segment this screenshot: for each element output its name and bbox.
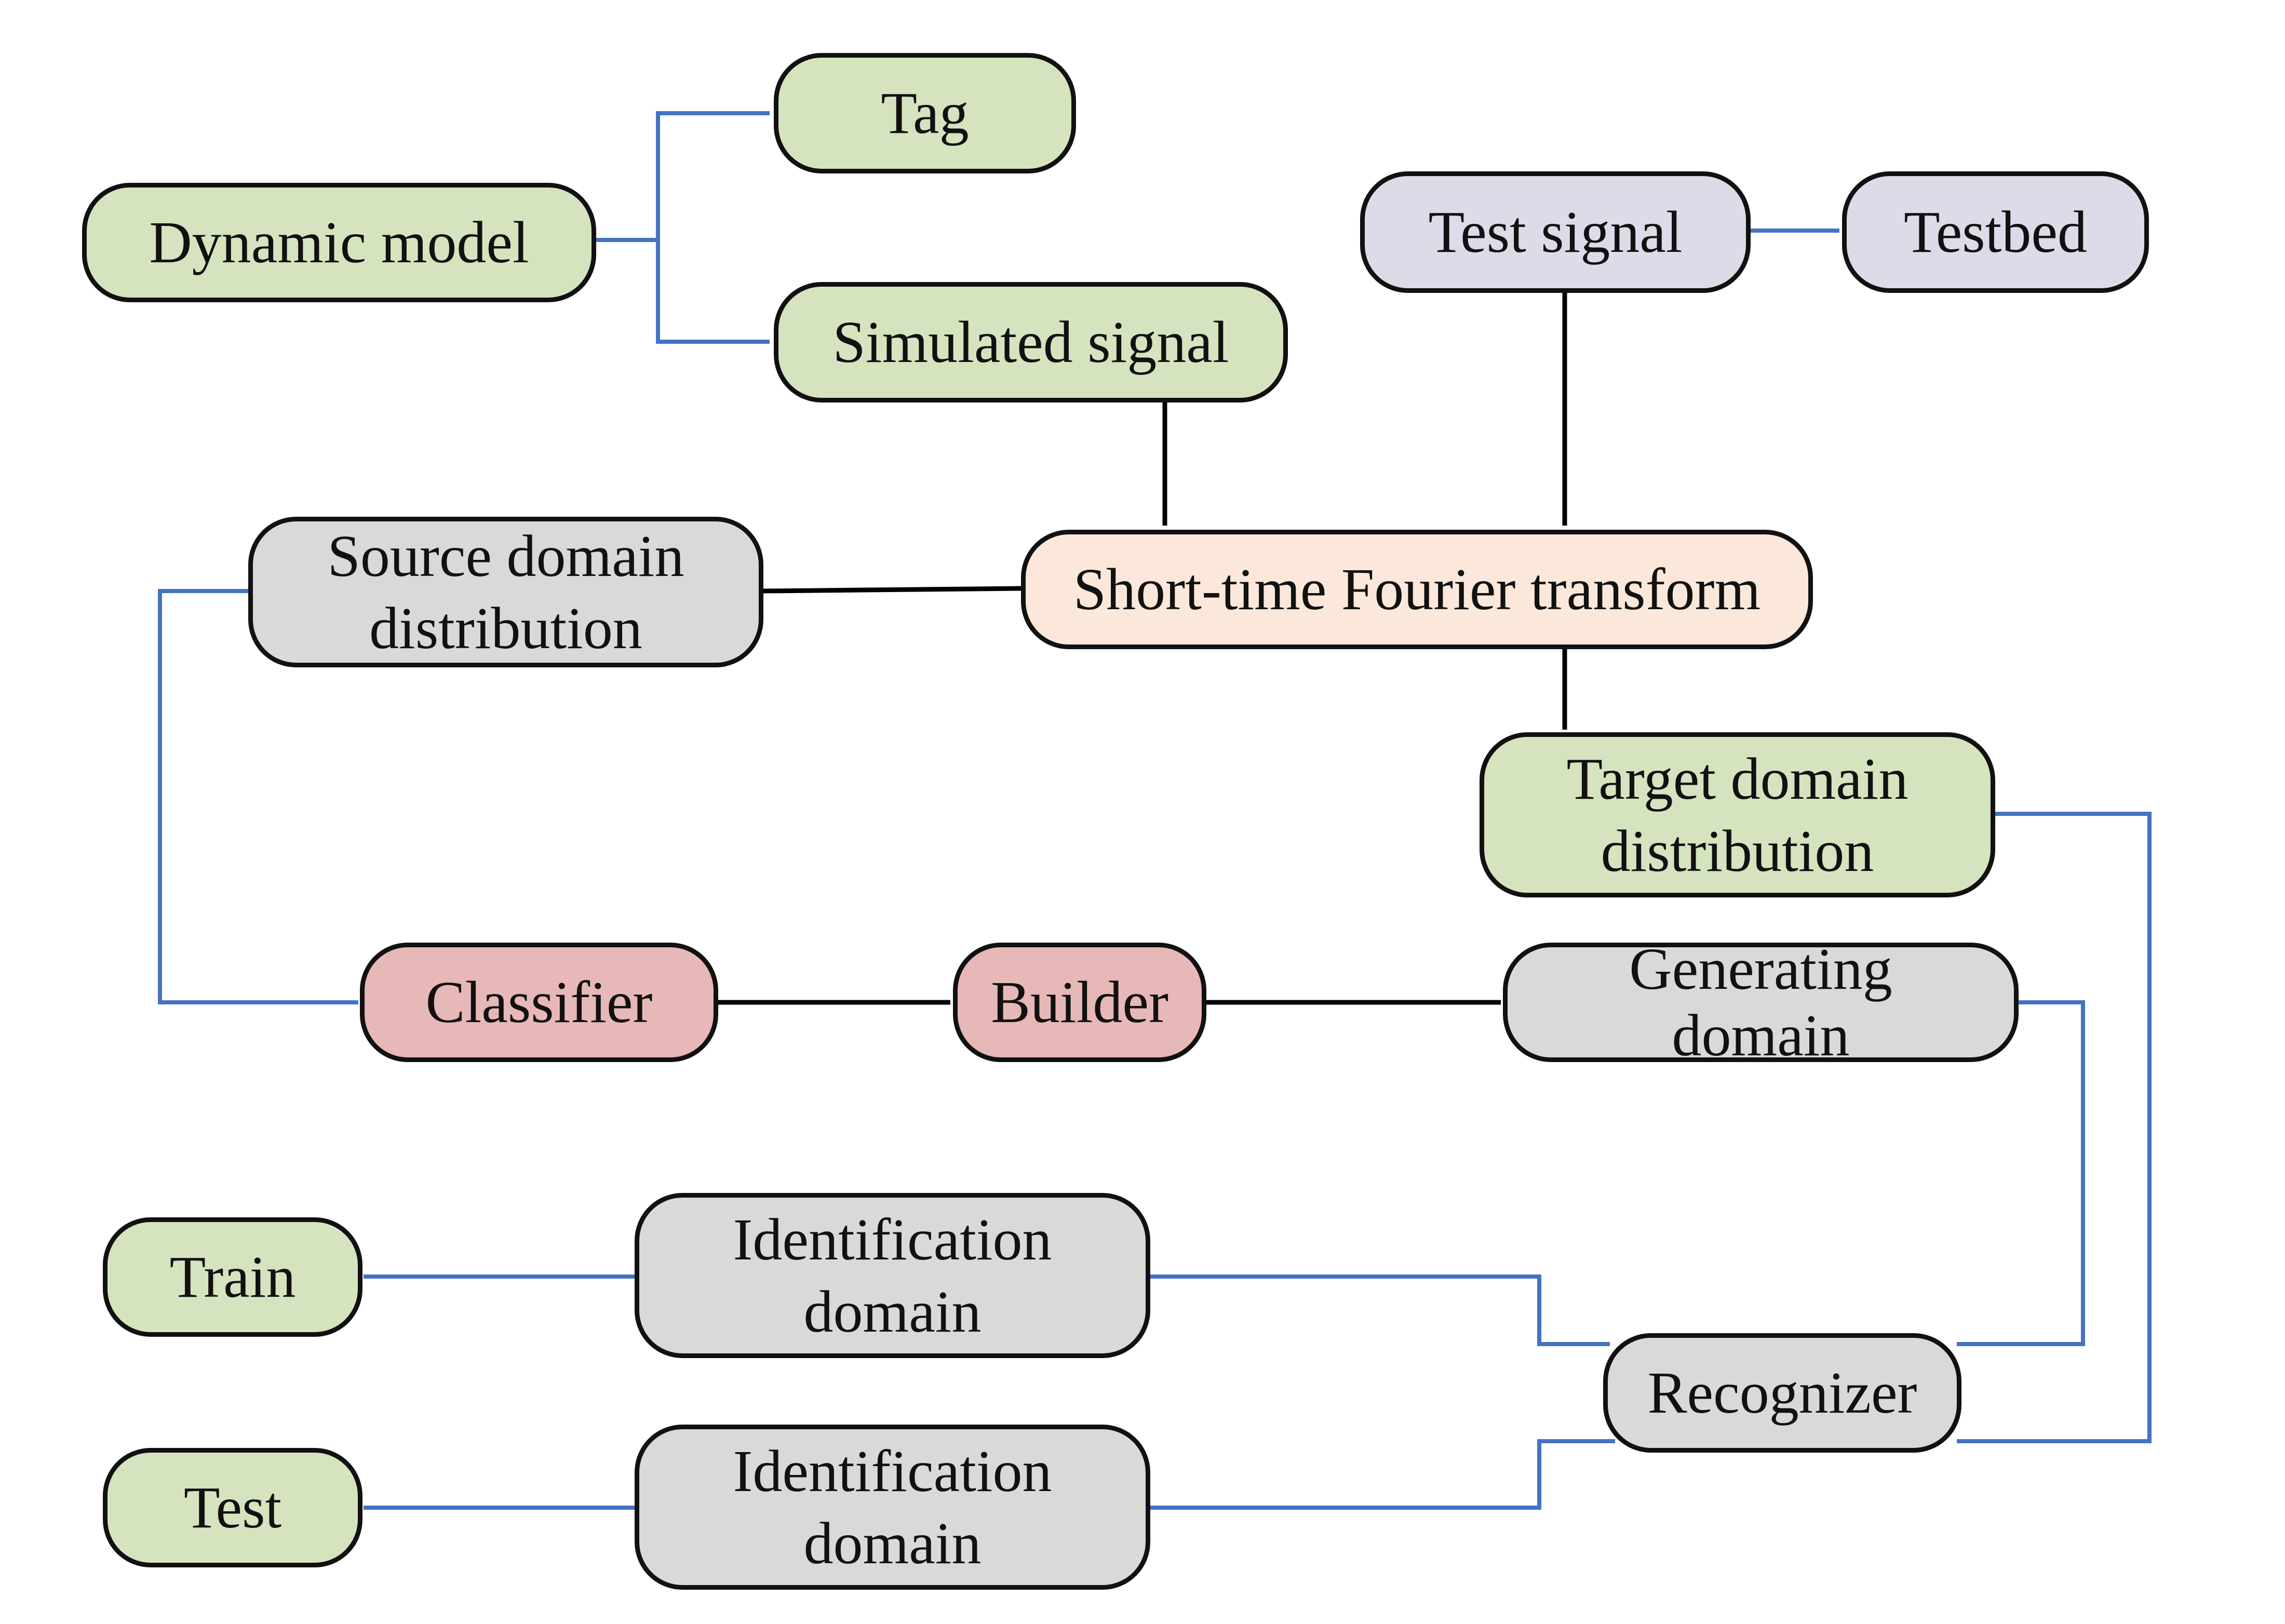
node-test: Test [103, 1448, 362, 1567]
connector-recognizer-to-identification-domain-train [1150, 1274, 1610, 1346]
connector-dynamic-model-to-tag [592, 111, 770, 242]
node-identification-domain-test-line1: Identification [733, 1438, 1052, 1504]
node-simulated-signal-label: Simulated signal [832, 309, 1229, 375]
node-source-domain-label-line1: Source domain [327, 522, 684, 589]
node-classifier-label: Classifier [425, 969, 653, 1036]
node-test-label: Test [183, 1474, 282, 1541]
node-recognizer-label: Recognizer [1647, 1360, 1917, 1426]
node-builder-label: Builder [991, 969, 1168, 1036]
node-target-domain-label-line1: Target domain [1566, 745, 1908, 812]
node-tag-label: Tag [881, 80, 969, 146]
connector-dynamic-model-to-simulated-signal [656, 240, 770, 344]
node-testbed: Testbed [1842, 171, 2149, 293]
node-identification-domain-train-line1: Identification [733, 1206, 1052, 1272]
node-stft-label: Short-time Fourier transform [1073, 556, 1761, 623]
node-test-signal-label: Test signal [1428, 199, 1683, 265]
node-test-signal: Test signal [1360, 171, 1751, 293]
node-identification-domain-test: Identification domain [635, 1425, 1150, 1590]
node-identification-domain-train: Identification domain [635, 1193, 1150, 1358]
node-simulated-signal: Simulated signal [774, 282, 1288, 402]
node-builder: Builder [953, 943, 1206, 1062]
node-source-domain-label-line2: distribution [369, 595, 642, 661]
node-recognizer: Recognizer [1603, 1333, 1961, 1453]
node-source-domain-distribution: Source domain distribution [248, 517, 763, 667]
node-classifier: Classifier [360, 943, 718, 1062]
node-testbed-label: Testbed [1904, 199, 2087, 265]
node-dynamic-model: Dynamic model [82, 183, 596, 302]
node-generating-domain-label-line1: Generating [1629, 936, 1892, 1002]
node-train: Train [103, 1217, 362, 1337]
connector-stft-to-source-domain [763, 586, 1021, 594]
node-identification-domain-test-line2: domain [803, 1510, 982, 1576]
node-identification-domain-train-line2: domain [803, 1279, 982, 1345]
node-target-domain-distribution: Target domain distribution [1480, 732, 1995, 897]
connector-target-domain-to-recognizer [1957, 812, 2152, 1443]
node-dynamic-model-label: Dynamic model [149, 209, 529, 276]
connector-source-domain-to-classifier [158, 589, 358, 1004]
connector-recognizer-to-identification-domain-test [1150, 1439, 1615, 1510]
node-generating-domain: Generating domain [1503, 936, 2019, 1068]
node-target-domain-label-line2: distribution [1601, 818, 1874, 884]
node-short-time-fourier-transform: Short-time Fourier transform [1021, 530, 1813, 649]
connector-generating-domain-to-recognizer [1957, 1000, 2085, 1346]
node-tag: Tag [774, 53, 1076, 173]
node-generating-domain-label-line2: domain [1672, 1002, 1850, 1068]
node-train-label: Train [169, 1244, 296, 1310]
